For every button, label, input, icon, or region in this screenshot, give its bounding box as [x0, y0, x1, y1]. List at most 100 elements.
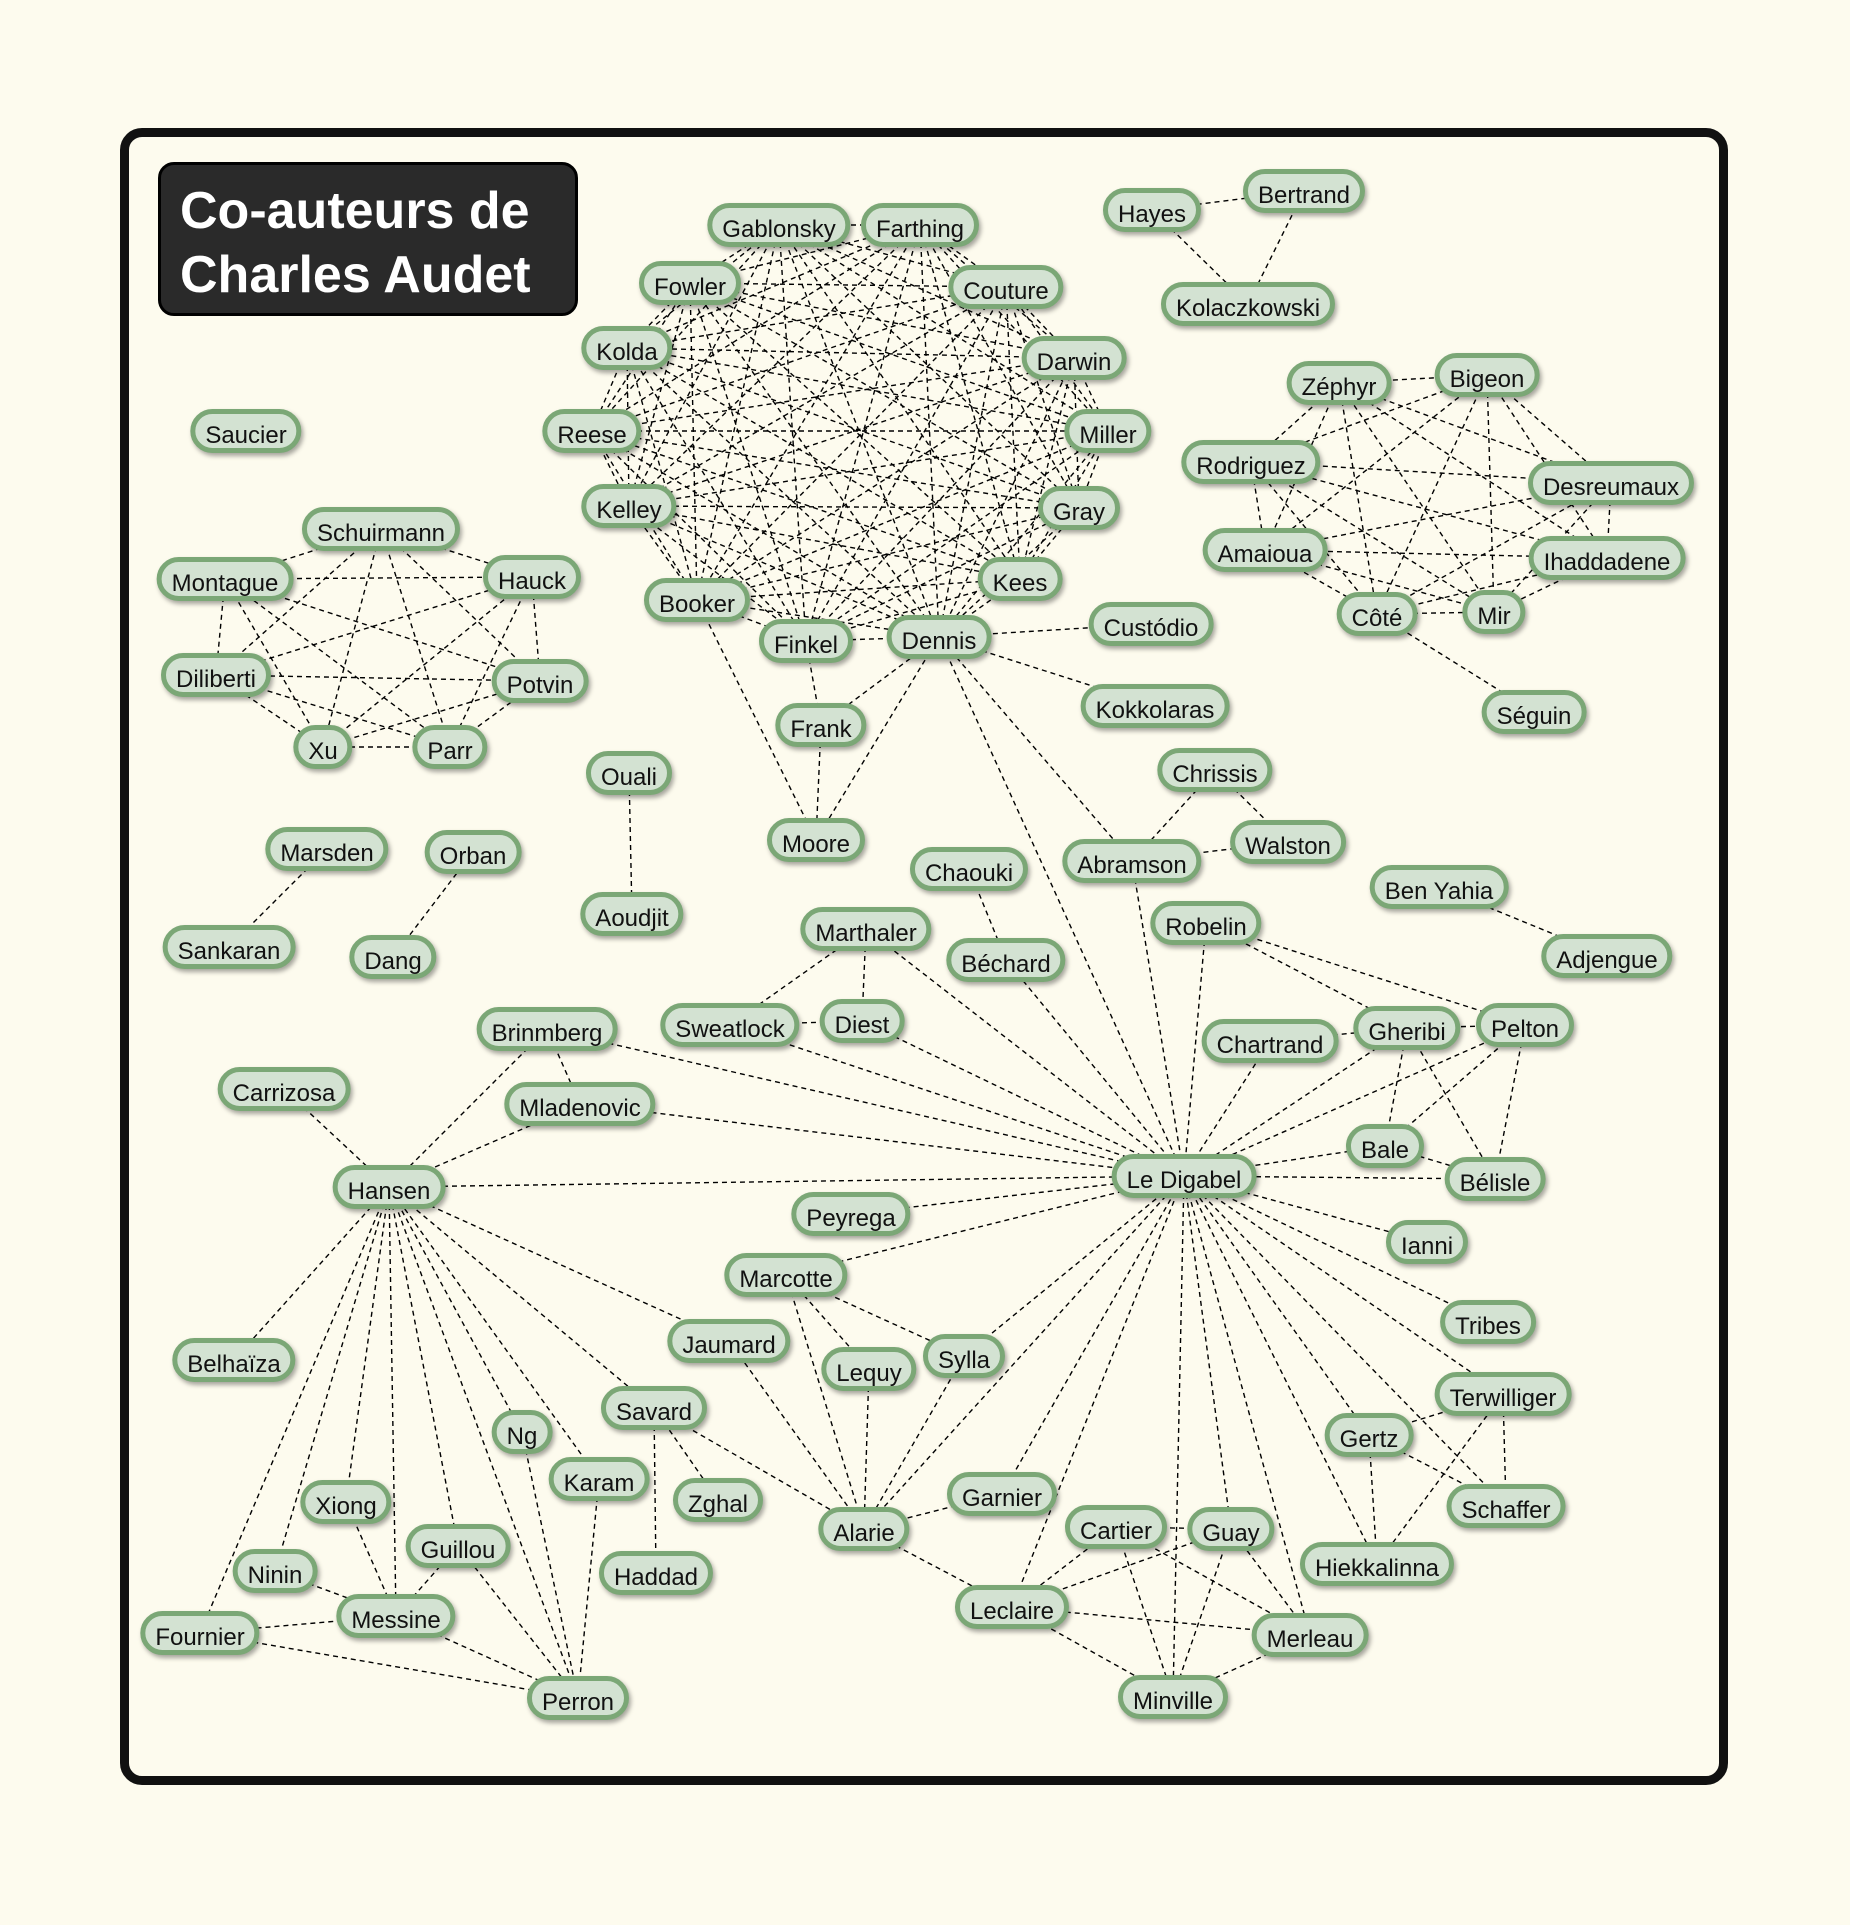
edge-hansen-xiong [345, 1186, 390, 1503]
edge-couture-gray [1005, 286, 1080, 509]
node-robelin: Robelin [1150, 901, 1262, 945]
edge-sylla-alarie [863, 1355, 965, 1530]
node-marcotte: Marcotte [724, 1253, 848, 1297]
node-ouali: Ouali [585, 751, 673, 795]
node-schuirmann: Schuirmann [301, 507, 461, 551]
edge-dennis-frank [820, 636, 940, 726]
node-sylla: Sylla [922, 1334, 1006, 1378]
edge-couture-reese [591, 286, 1007, 432]
node-hiekkalinna: Hiekkalinna [1299, 1542, 1455, 1586]
edge-hansen-ledigabel [388, 1175, 1185, 1188]
edge-robelin-pelton [1205, 922, 1526, 1026]
node-saucier: Saucier [190, 409, 302, 453]
edge-zephyr-mir [1338, 382, 1495, 613]
node-chartrand: Chartrand [1201, 1019, 1339, 1063]
node-guillou: Guillou [405, 1524, 511, 1568]
edge-fowler-reese [591, 282, 691, 432]
node-pelton: Pelton [1475, 1003, 1575, 1047]
edge-bigeon-amaioua [1264, 374, 1488, 551]
node-carrizosa: Carrizosa [217, 1067, 351, 1111]
edge-ng-perron [521, 1431, 579, 1699]
edge-brinmberg-hansen [388, 1028, 548, 1188]
node-hauck: Hauck [482, 555, 582, 599]
edge-marthaler-ledigabel [865, 928, 1185, 1177]
edge-robelin-ledigabel [1183, 922, 1207, 1177]
node-marthaler: Marthaler [800, 907, 932, 951]
node-parr: Parr [412, 725, 488, 769]
edge-montague-xu [224, 578, 324, 748]
edge-sweatlock-ledigabel [729, 1024, 1185, 1177]
node-bertrand: Bertrand [1242, 169, 1366, 213]
edge-fowler-kelley [628, 282, 691, 507]
node-amaioua: Amaioua [1202, 528, 1328, 572]
edge-hauck-diliberti [215, 576, 533, 676]
edge-darwin-kelley [628, 357, 1075, 507]
edge-reese-gray [591, 430, 1080, 509]
node-sweatlock: Sweatlock [660, 1003, 800, 1047]
node-walston: Walston [1230, 820, 1346, 864]
edge-karam-perron [577, 1478, 600, 1699]
edge-kolda-dennis [626, 347, 940, 638]
node-kolda: Kolda [581, 326, 673, 370]
node-zghal: Zghal [672, 1478, 764, 1522]
edge-kolda-gray [626, 347, 1080, 509]
edge-miller-kees [1019, 430, 1109, 580]
edge-schuirmann-xu [322, 528, 382, 748]
edge-jaumard-alarie [728, 1340, 865, 1530]
node-schaffer: Schaffer [1446, 1484, 1566, 1528]
node-hayes: Hayes [1102, 188, 1202, 232]
edge-kelley-dennis [628, 505, 940, 638]
edge-kolda-kees [626, 347, 1021, 580]
node-bale: Bale [1345, 1124, 1425, 1168]
edge-rodriguez-mir [1250, 461, 1495, 613]
node-miller: Miller [1064, 409, 1152, 453]
edge-couture-miller [1005, 286, 1109, 432]
edge-hansen-guillou [388, 1186, 459, 1547]
node-desreumaux: Desreumaux [1527, 461, 1695, 505]
edge-couture-finkel [805, 286, 1007, 642]
edge-kolda-finkel [626, 347, 807, 642]
edge-kelley-gray [628, 505, 1080, 509]
edge-ledigabel-minville [1172, 1175, 1185, 1698]
node-dang: Dang [349, 935, 437, 979]
edge-gray-booker [696, 507, 1080, 601]
node-dennis: Dennis [886, 615, 992, 659]
node-gablonsky: Gablonsky [707, 203, 851, 247]
edge-ledigabel-ianni [1183, 1175, 1428, 1243]
node-haddad: Haddad [598, 1551, 714, 1595]
edge-brinmberg-ledigabel [546, 1028, 1185, 1177]
edge-fowler-booker [689, 282, 698, 601]
node-ianni: Ianni [1385, 1220, 1469, 1264]
edge-ledigabel-garnier [1001, 1175, 1185, 1495]
node-couture: Couture [948, 265, 1064, 309]
edge-darwin-finkel [805, 357, 1075, 642]
edge-reese-kees [591, 430, 1021, 580]
edge-farthing-kees [919, 224, 1021, 580]
edge-mladenovic-ledigabel [579, 1103, 1185, 1177]
node-guay: Guay [1187, 1507, 1275, 1551]
edge-ledigabel-merleau [1183, 1175, 1311, 1636]
edge-gheribi-belisle [1406, 1027, 1496, 1180]
edge-gablonsky-dennis [778, 224, 940, 638]
node-savard: Savard [600, 1386, 708, 1430]
node-finkel: Finkel [758, 619, 854, 663]
node-ninin: Ninin [232, 1549, 318, 1593]
node-fowler: Fowler [638, 261, 742, 305]
node-brinmberg: Brinmberg [476, 1007, 618, 1051]
edge-kelley-finkel [628, 505, 807, 642]
node-kees: Kees [977, 557, 1063, 601]
node-potvin: Potvin [491, 659, 589, 703]
edge-dennis-moore [815, 636, 940, 841]
node-moore: Moore [766, 818, 866, 862]
edge-zephyr-bigeon [1338, 374, 1488, 384]
node-gertz: Gertz [1324, 1413, 1414, 1457]
edge-rodriguez-cote [1250, 461, 1378, 615]
edge-couture-booker [696, 286, 1007, 601]
edge-schuirmann-potvin [380, 528, 541, 682]
node-farthing: Farthing [860, 203, 980, 247]
edge-hansen-perron [388, 1186, 579, 1699]
node-xu: Xu [293, 725, 353, 769]
edge-guillou-messine [395, 1545, 459, 1617]
edge-darwin-dennis [938, 357, 1075, 638]
edge-schuirmann-diliberti [215, 528, 382, 676]
